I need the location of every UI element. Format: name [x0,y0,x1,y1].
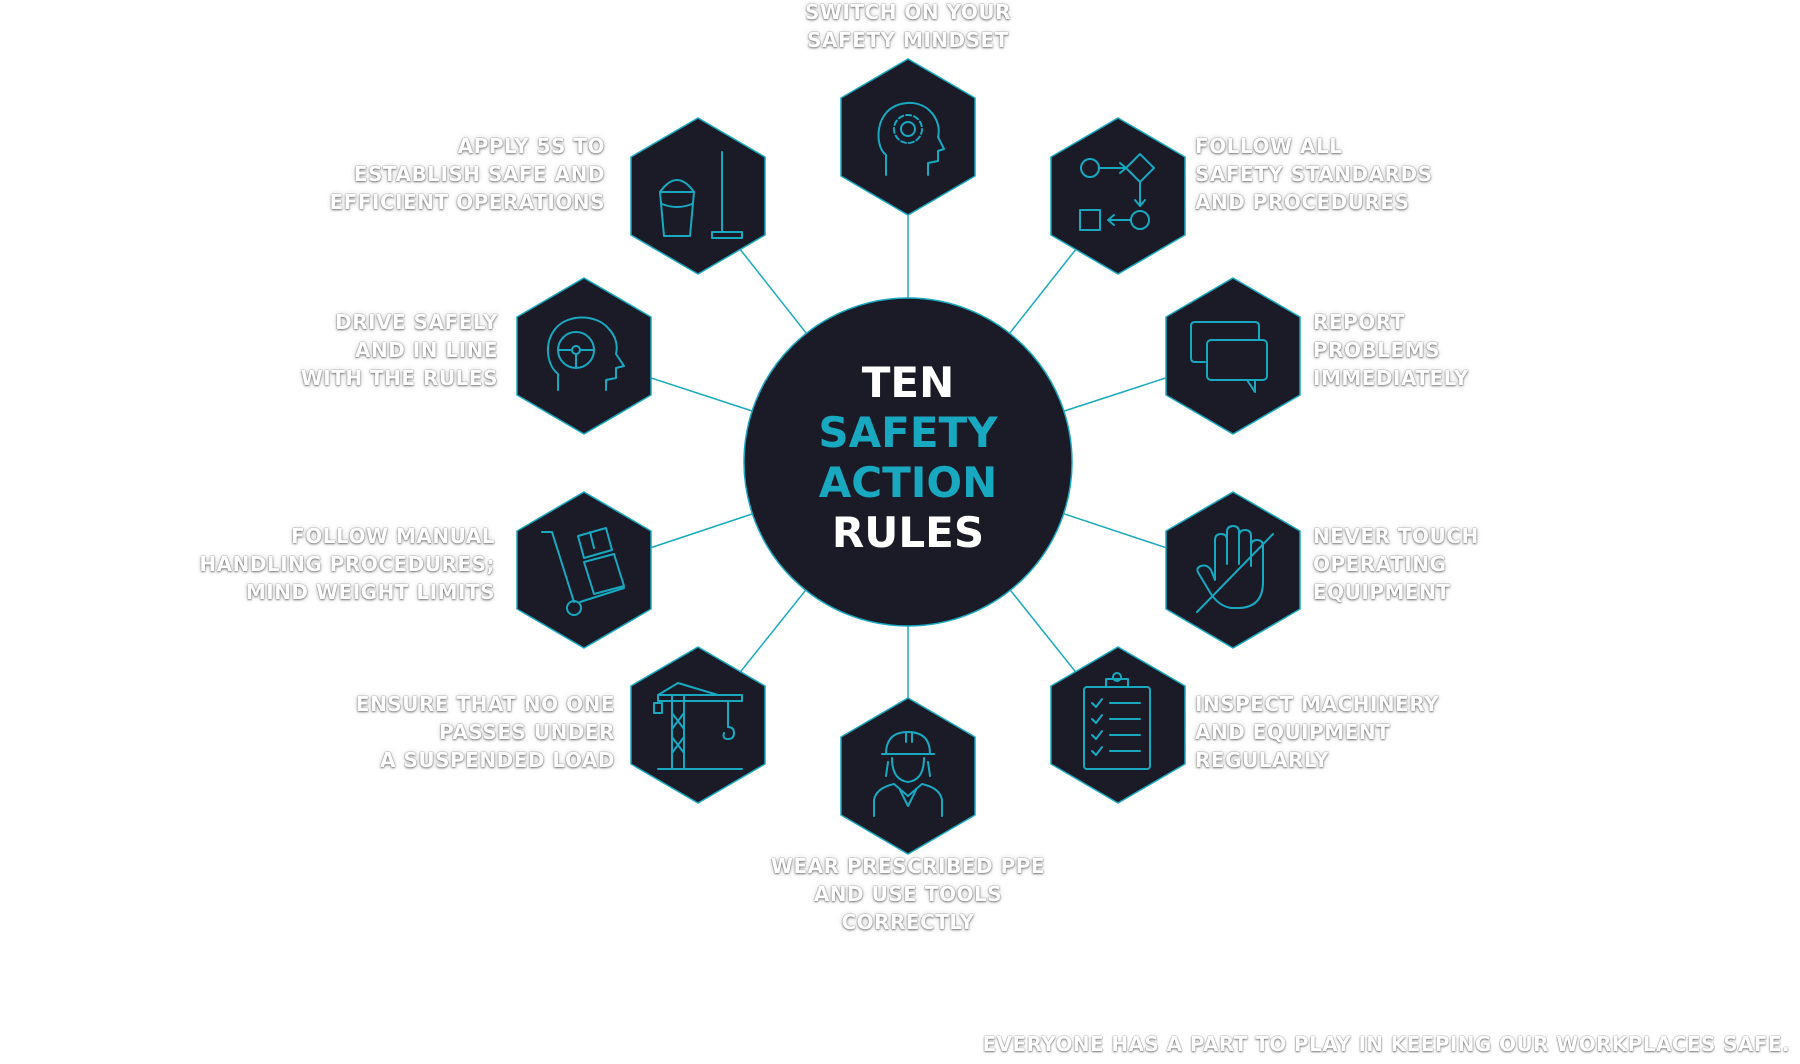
rule-hexagon-1 [840,58,976,216]
rule-label-10: APPLY 5S TO ESTABLISH SAFE AND EFFICIENT… [329,134,605,214]
hand-truck-icon [541,527,625,616]
rule-hexagon-5 [1050,646,1186,804]
footer-tagline: EVERYONE HAS A PART TO PLAY IN KEEPING O… [982,1032,1790,1056]
rule-hexagon-2 [1050,117,1186,275]
crane-icon [653,682,743,770]
center-title-ten: TEN [861,358,955,407]
rule-hexagon-6 [840,697,976,855]
rule-label-8: FOLLOW MANUAL HANDLING PROCEDURES; MIND … [199,524,495,604]
rule-hexagon-10 [630,117,766,275]
no-touch-hand-icon [1196,525,1274,613]
speech-bubbles-icon [1190,321,1268,393]
connector-line-8 [642,513,753,552]
connector-line-3 [1063,374,1175,412]
rule-label-3: REPORT PROBLEMS IMMEDIATELY [1313,310,1469,390]
rule-label-7: ENSURE THAT NO ONE PASSES UNDER A SUSPEN… [355,692,615,772]
worker-helmet-icon [873,731,943,817]
rule-hexagon-8 [516,491,652,649]
connector-line-9 [642,374,753,412]
rule-label-6: WEAR PRESCRIBED PPE AND USE TOOLS CORREC… [770,854,1046,934]
center-title: TEN SAFETY ACTION RULES [738,358,1078,558]
driver-head-icon [547,316,625,391]
connector-line-4 [1063,513,1175,552]
head-gear-icon [877,102,945,176]
rule-hexagon-7 [630,646,766,804]
rule-hexagon-3 [1165,277,1301,435]
rule-label-5: INSPECT MACHINERY AND EQUIPMENT REGULARL… [1195,692,1440,772]
rule-label-2: FOLLOW ALL SAFETY STANDARDS AND PROCEDUR… [1195,134,1433,214]
rule-label-9: DRIVE SAFELY AND IN LINE WITH THE RULES [300,310,498,390]
connector-lines [642,199,1175,714]
center-title-safety: SAFETY [818,408,998,457]
connector-line-2 [1009,244,1081,334]
flowchart-icon [1079,153,1155,231]
rule-label-1: SWITCH ON YOUR SAFETY MINDSET [804,0,1012,52]
connector-line-7 [736,589,807,678]
connector-line-10 [735,244,807,334]
rule-label-4: NEVER TOUCH OPERATING EQUIPMENT [1313,524,1479,604]
center-title-action: ACTION [818,458,998,507]
rule-hexagon-9 [516,277,652,435]
clipboard-checklist-icon [1083,672,1151,770]
bucket-mop-icon [659,151,743,239]
center-title-rules: RULES [831,508,985,557]
connector-line-5 [1009,589,1080,678]
rule-hexagon-4 [1165,491,1301,649]
center-circle [743,297,1073,627]
